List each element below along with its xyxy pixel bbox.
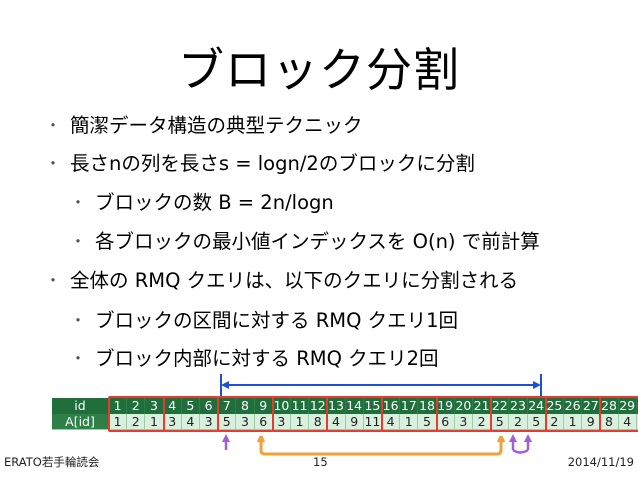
footer-event: ERATO若手輪読会 — [4, 455, 100, 469]
id-cell: 11 — [291, 398, 310, 414]
value-cell: 9 — [345, 414, 364, 430]
bullet-dot: ・ — [45, 116, 62, 135]
value-header: A[id] — [52, 414, 109, 430]
id-cell: 13 — [327, 398, 346, 414]
id-cell: 19 — [436, 398, 455, 414]
inner-query-link — [512, 448, 529, 454]
bullet-item: ・簡潔データ構造の典型テクニック — [45, 113, 363, 139]
value-cell: 1 — [636, 414, 638, 430]
id-cell: 8 — [236, 398, 255, 414]
value-cell: 1 — [291, 414, 310, 430]
bullet-dot: ・ — [70, 311, 87, 330]
id-cell: 25 — [545, 398, 564, 414]
id-cell: 14 — [345, 398, 364, 414]
block-query-right-head — [496, 435, 506, 443]
value-cell: 6 — [436, 414, 455, 430]
value-cell: 4 — [382, 414, 401, 430]
bullet-item: ・ブロックの区間に対する RMQ クエリ1回 — [70, 308, 459, 334]
value-cell: 1 — [109, 414, 128, 430]
value-cell: 3 — [236, 414, 255, 430]
bullet-dot: ・ — [70, 349, 87, 368]
bullet-text: 長さnの列を長さs = logn/2のブロックに分割 — [70, 152, 475, 175]
id-cell: 22 — [491, 398, 510, 414]
bullet-dot: ・ — [70, 232, 87, 251]
bullet-item: ・各ブロックの最小値インデックスを O(n) で前計算 — [70, 229, 540, 255]
value-cell: 4 — [327, 414, 346, 430]
value-cell: 11 — [363, 414, 382, 430]
value-cell: 3 — [272, 414, 291, 430]
bullet-text: 各ブロックの最小値インデックスを O(n) で前計算 — [95, 230, 540, 253]
bullet-item: ・ブロックの数 B = 2n/logn — [70, 190, 334, 216]
value-cell: 8 — [600, 414, 619, 430]
footer-page-number: 15 — [313, 455, 328, 469]
value-cell: 3 — [163, 414, 182, 430]
bullet-item: ・ブロック内部に対する RMQ クエリ2回 — [70, 346, 439, 372]
bullet-item: ・長さnの列を長さs = logn/2のブロックに分割 — [45, 151, 475, 177]
value-cell: 5 — [491, 414, 510, 430]
value-cell: 4 — [181, 414, 200, 430]
id-cell: 20 — [454, 398, 473, 414]
bullet-dot: ・ — [45, 154, 62, 173]
bullet-dot: ・ — [45, 271, 62, 290]
block-outline — [599, 396, 638, 432]
id-cell: 5 — [181, 398, 200, 414]
id-cell: 2 — [127, 398, 146, 414]
id-cell: 1 — [109, 398, 128, 414]
value-cell: 1 — [400, 414, 419, 430]
block-query-left-head — [256, 435, 266, 443]
value-cell: 3 — [454, 414, 473, 430]
id-cell: 27 — [582, 398, 601, 414]
id-cell: 23 — [509, 398, 528, 414]
id-cell: 29 — [618, 398, 637, 414]
id-cell: 12 — [309, 398, 328, 414]
id-cell: 4 — [163, 398, 182, 414]
bullet-text: ブロックの区間に対する RMQ クエリ1回 — [95, 309, 459, 332]
id-cell: 28 — [600, 398, 619, 414]
bullet-text: ブロックの数 B = 2n/logn — [95, 191, 334, 214]
value-cell: 2 — [127, 414, 146, 430]
id-cell: 16 — [382, 398, 401, 414]
bullet-item: ・全体の RMQ クエリは、以下のクエリに分割される — [45, 268, 519, 294]
id-cell: 26 — [564, 398, 583, 414]
id-cell: 7 — [218, 398, 237, 414]
bullet-dot: ・ — [70, 193, 87, 212]
bullet-text: ブロック内部に対する RMQ クエリ2回 — [95, 347, 439, 370]
slide-title: ブロック分割 — [178, 43, 460, 97]
value-cell: 1 — [564, 414, 583, 430]
id-cell: 18 — [418, 398, 437, 414]
id-cell: 17 — [400, 398, 419, 414]
bullet-text: 全体の RMQ クエリは、以下のクエリに分割される — [70, 269, 519, 292]
value-cell: 2 — [545, 414, 564, 430]
footer-date: 2014/11/19 — [567, 455, 634, 469]
value-cell: 5 — [218, 414, 237, 430]
id-cell: 15 — [363, 398, 382, 414]
bullet-text: 簡潔データ構造の典型テクニック — [70, 114, 363, 137]
value-cell: 4 — [618, 414, 637, 430]
id-cell: 10 — [272, 398, 291, 414]
value-cell: 2 — [509, 414, 528, 430]
block-query-bracket — [259, 436, 503, 456]
